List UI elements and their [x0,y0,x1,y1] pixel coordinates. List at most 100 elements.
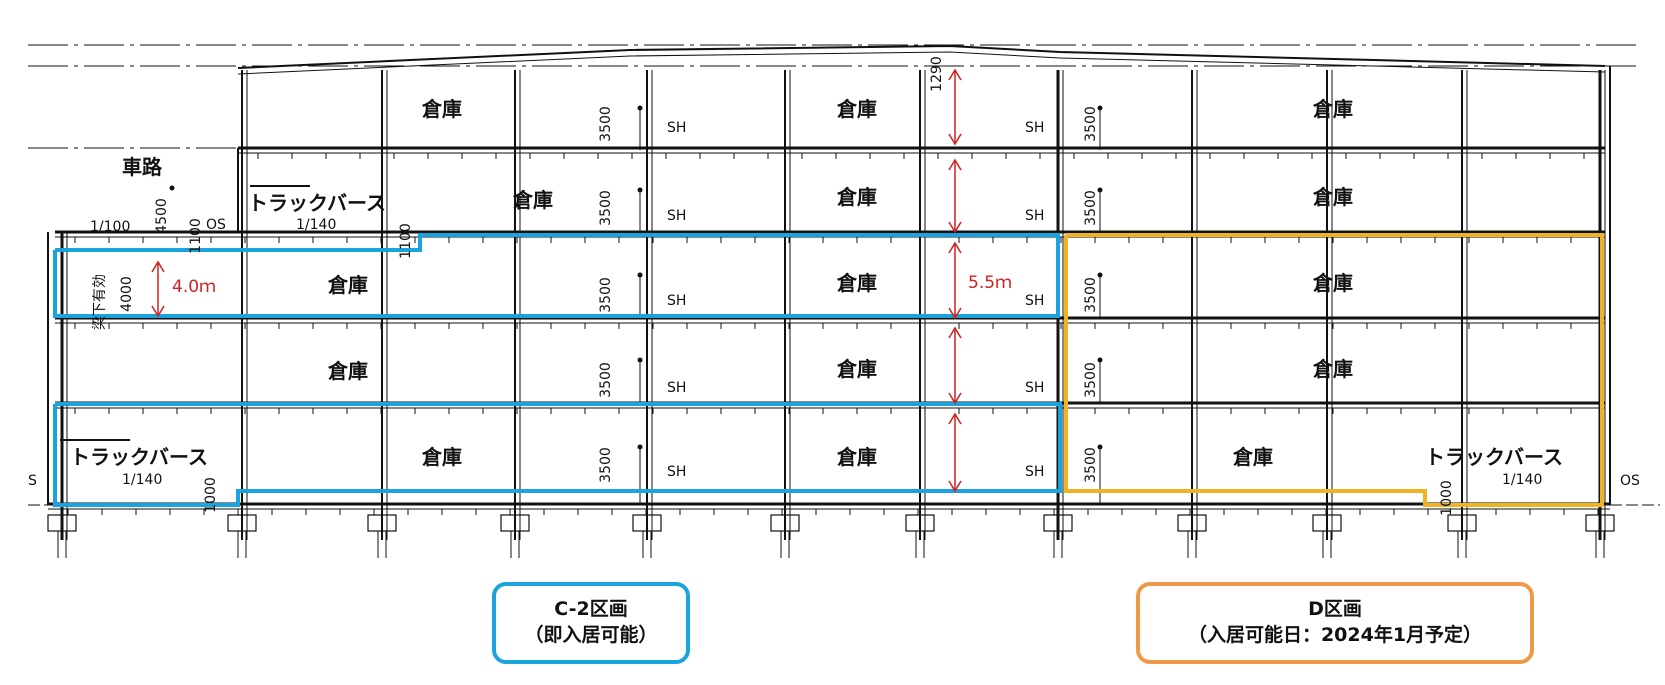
floor-height-dimension: 3500 [1083,447,1099,483]
arrow-head [948,326,962,339]
structure-lines [28,44,1660,558]
footing [47,514,77,532]
ground-step-dimension: 1000 [1439,480,1455,516]
d-zone-outline [1064,233,1604,507]
room-label-warehouse: 倉庫 [1312,357,1353,381]
s-mark: S [28,473,37,489]
truck-berth-label-left: トラックバース [70,445,208,469]
footing [905,514,935,532]
arrow-head [948,480,962,493]
arrow-head [948,241,962,254]
room-label-warehouse: 倉庫 [1312,271,1353,295]
room-label-warehouse: 倉庫 [327,273,368,297]
room-label-warehouse: 倉庫 [512,188,553,212]
dimension-dot [1097,187,1103,193]
shutter-label: SH [667,120,686,136]
room-label-warehouse: 倉庫 [836,185,877,209]
floor-height-dimension: 3500 [598,106,614,142]
floor-height-dimension: 3500 [598,447,614,483]
shutter-label: SH [1025,120,1044,136]
dimension-dot [637,187,643,193]
step-dimension: 1100 [398,223,414,259]
footing [500,514,530,532]
arrow-head [948,412,962,425]
room-label-warehouse: 倉庫 [421,445,462,469]
room-label-warehouse: 倉庫 [836,271,877,295]
dimension-dot [1097,444,1103,450]
dimension-dot [637,357,643,363]
zone-outlines [53,233,1604,507]
footing [1312,514,1342,532]
footing [770,514,800,532]
floor-height-dimension: 3500 [598,190,614,226]
c2-zone-upper-outline [53,233,1060,318]
dimension-dot [637,272,643,278]
clear-height-label: 5.5ｍ [968,273,1012,293]
arrow-head [948,221,962,234]
floor-height-dimension: 3500 [1083,362,1099,398]
shutter-label: SH [1025,464,1044,480]
footing [367,514,397,532]
clearance-arrows [151,68,962,493]
room-label-warehouse: 倉庫 [836,357,877,381]
arrow-head [948,133,962,146]
truck-berth-label-ramp: トラックバース [248,191,386,215]
ramp-height-dimension: 4500 [154,198,170,234]
dimension-dot [637,444,643,450]
c2-zone-lower-outline [53,402,1062,507]
footing [1177,514,1207,532]
step-dimension: 1100 [188,218,204,254]
dimension-dot [1097,272,1103,278]
floor-height-dimension: 3500 [1083,277,1099,313]
room-label-warehouse: 倉庫 [836,97,877,121]
d-zone-subtitle: （入居可能日：2024年1月予定） [1187,624,1483,646]
arrow-head [948,307,962,320]
roof-line [237,44,1606,69]
room-label-warehouse: 倉庫 [836,445,877,469]
room-label-warehouse: 倉庫 [327,359,368,383]
road-label: 車路 [122,155,163,179]
slope-label: 1/140 [1502,472,1542,488]
dimension-dot [637,105,643,111]
arrow-head [948,158,962,171]
d-zone-legend: D区画 （入居可能日：2024年1月予定） [1136,582,1534,664]
ground-step-dimension: 1000 [203,477,219,513]
floor-height-dimension: 3500 [598,277,614,313]
shutter-label: SH [667,293,686,309]
dimension-dot [1097,357,1103,363]
room-label-warehouse: 倉庫 [1312,185,1353,209]
truck-berth-label-right: トラックバース [1425,445,1563,469]
shutter-label: SH [1025,293,1044,309]
arrow-head [151,260,165,273]
clear-height-label: 4.0ｍ [172,277,216,297]
dimension-dot [1097,105,1103,111]
shutter-label: SH [1025,380,1044,396]
footing [1585,514,1615,532]
slope-label: 1/140 [296,217,336,233]
roof-line-inner [237,51,1606,75]
room-label-warehouse: 倉庫 [421,97,462,121]
arrow-head [151,305,165,318]
os-mark: OS [206,217,226,233]
floor-height-dimension: 3500 [1083,190,1099,226]
footing [1043,514,1073,532]
arrow-head [948,68,962,81]
top-height-dimension: 1290 [929,56,945,92]
arrow-head [948,392,962,405]
c2-zone-subtitle: （即入居可能） [524,624,658,646]
slope-label: 1/100 [90,219,130,235]
shutter-label: SH [667,464,686,480]
os-mark: OS [1620,473,1640,489]
footing [227,514,257,532]
footing [632,514,662,532]
room-label-warehouse: 倉庫 [1232,445,1273,469]
c2-zone-legend: C-2区画 （即入居可能） [492,582,690,664]
shutter-label: SH [1025,208,1044,224]
floor-height-dimension: 3500 [1083,106,1099,142]
shutter-label: SH [667,380,686,396]
slope-label: 1/140 [122,472,162,488]
floor-height-dimension: 3500 [598,362,614,398]
